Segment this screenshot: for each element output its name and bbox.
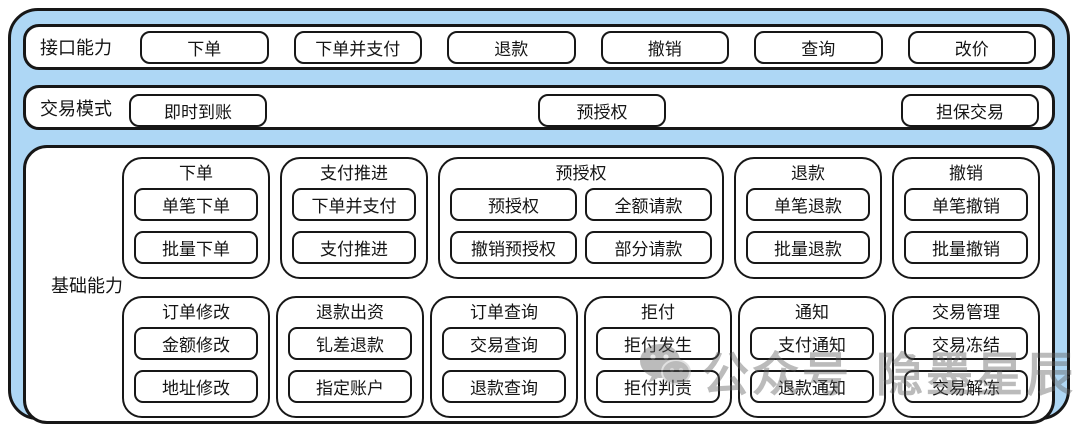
node-single-order: 单笔下单 xyxy=(134,188,258,221)
group-items: 单笔撤销 批量撤销 xyxy=(894,186,1038,264)
node-batch-cancel: 批量撤销 xyxy=(904,231,1028,264)
node-refund: 退款 xyxy=(447,30,576,64)
base-group-row-1: 下单 单笔下单 批量下单 支付推进 下单并支付 支付推进 预授权 xyxy=(122,157,1040,279)
group-trade-manage: 交易管理 交易冻结 交易解冻 xyxy=(892,296,1040,418)
node-query: 查询 xyxy=(754,30,883,64)
lane-label-trade-mode: 交易模式 xyxy=(40,98,112,119)
group-refund-funding: 退款出资 钆差退款 指定账户 xyxy=(276,296,424,418)
interface-capability-lane: 接口能力 下单 下单并支付 退款 撤销 查询 改价 xyxy=(23,24,1055,70)
node-batch-refund: 批量退款 xyxy=(746,231,870,264)
group-order-query: 订单查询 交易查询 退款查询 xyxy=(430,296,578,418)
node-pre-auth: 预授权 xyxy=(450,188,577,221)
group-items: 金额修改 地址修改 xyxy=(124,325,268,403)
lane-label-interface: 接口能力 xyxy=(40,38,112,58)
group-items: 交易冻结 交易解冻 xyxy=(894,325,1038,403)
node-partial-capture: 部分请款 xyxy=(585,231,712,264)
lane-label-base: 基础能力 xyxy=(51,275,123,296)
group-title: 退款 xyxy=(791,164,825,183)
group-refund: 退款 单笔退款 批量退款 xyxy=(734,157,882,279)
node-payment-advance: 支付推进 xyxy=(292,231,416,264)
node-cancel: 撤销 xyxy=(600,30,729,64)
node-pay-notify: 支付通知 xyxy=(750,327,874,360)
payment-capability-diagram: 接口能力 下单 下单并支付 退款 撤销 查询 改价 交易模式 即时到账 预授权 … xyxy=(8,8,1070,424)
node-cancel-pre-auth: 撤销预授权 xyxy=(450,231,577,264)
node-order-and-pay: 下单并支付 xyxy=(293,30,422,64)
group-items: 拒付发生 拒付判责 xyxy=(586,325,730,403)
node-amount-modify: 金额修改 xyxy=(134,327,258,360)
node-trade-freeze: 交易冻结 xyxy=(904,327,1028,360)
node-batch-order: 批量下单 xyxy=(134,231,258,264)
node-trade-query: 交易查询 xyxy=(442,327,566,360)
node-chargeback-occur: 拒付发生 xyxy=(596,327,720,360)
group-title: 通知 xyxy=(795,303,829,322)
group-pre-auth: 预授权 预授权 全额请款 撤销预授权 部分请款 xyxy=(438,157,724,279)
trade-mode-lane: 交易模式 即时到账 预授权 担保交易 xyxy=(23,85,1055,130)
interface-button-strip: 下单 下单并支付 退款 撤销 查询 改价 xyxy=(140,30,1036,64)
group-title: 拒付 xyxy=(641,303,675,322)
group-cancel: 撤销 单笔撤销 批量撤销 xyxy=(892,157,1040,279)
base-capability-lane: 基础能力 下单 单笔下单 批量下单 支付推进 下单并支付 支付推进 xyxy=(23,145,1055,424)
node-refund-query: 退款查询 xyxy=(442,370,566,403)
node-single-cancel: 单笔撤销 xyxy=(904,188,1028,221)
node-instant-arrival: 即时到账 xyxy=(129,94,267,127)
group-title: 撤销 xyxy=(949,164,983,183)
node-netting-refund: 钆差退款 xyxy=(288,327,412,360)
group-chargeback: 拒付 拒付发生 拒付判责 xyxy=(584,296,732,418)
group-items: 单笔退款 批量退款 xyxy=(736,186,880,264)
group-notify: 通知 支付通知 退款通知 xyxy=(738,296,886,418)
group-items: 单笔下单 批量下单 xyxy=(124,186,268,264)
group-items: 钆差退款 指定账户 xyxy=(278,325,422,403)
node-secured-trade: 担保交易 xyxy=(901,94,1039,127)
node-address-modify: 地址修改 xyxy=(134,370,258,403)
group-title: 退款出资 xyxy=(316,303,384,322)
node-designated-account: 指定账户 xyxy=(288,370,412,403)
node-chargeback-judge: 拒付判责 xyxy=(596,370,720,403)
node-full-capture: 全额请款 xyxy=(585,188,712,221)
group-payment-advance: 支付推进 下单并支付 支付推进 xyxy=(280,157,428,279)
base-group-row-2: 订单修改 金额修改 地址修改 退款出资 钆差退款 指定账户 订单查询 xyxy=(122,296,1040,418)
node-refund-notify: 退款通知 xyxy=(750,370,874,403)
group-title: 支付推进 xyxy=(320,164,388,183)
group-items: 下单并支付 支付推进 xyxy=(282,186,426,264)
group-title: 订单修改 xyxy=(162,303,230,322)
group-title: 订单查询 xyxy=(470,303,538,322)
group-title: 下单 xyxy=(179,164,213,183)
node-pre-auth-mode: 预授权 xyxy=(538,94,666,127)
group-title: 预授权 xyxy=(555,164,607,183)
node-trade-unfreeze: 交易解冻 xyxy=(904,370,1028,403)
node-place-order: 下单 xyxy=(140,30,269,64)
group-title: 交易管理 xyxy=(932,303,1000,322)
group-place-order: 下单 单笔下单 批量下单 xyxy=(122,157,270,279)
group-order-modify: 订单修改 金额修改 地址修改 xyxy=(122,296,270,418)
node-reprice: 改价 xyxy=(907,30,1036,64)
node-single-refund: 单笔退款 xyxy=(746,188,870,221)
group-items: 支付通知 退款通知 xyxy=(740,325,884,403)
node-order-and-pay-base: 下单并支付 xyxy=(292,188,416,221)
group-items: 交易查询 退款查询 xyxy=(432,325,576,403)
group-items: 预授权 全额请款 撤销预授权 部分请款 xyxy=(440,186,722,264)
